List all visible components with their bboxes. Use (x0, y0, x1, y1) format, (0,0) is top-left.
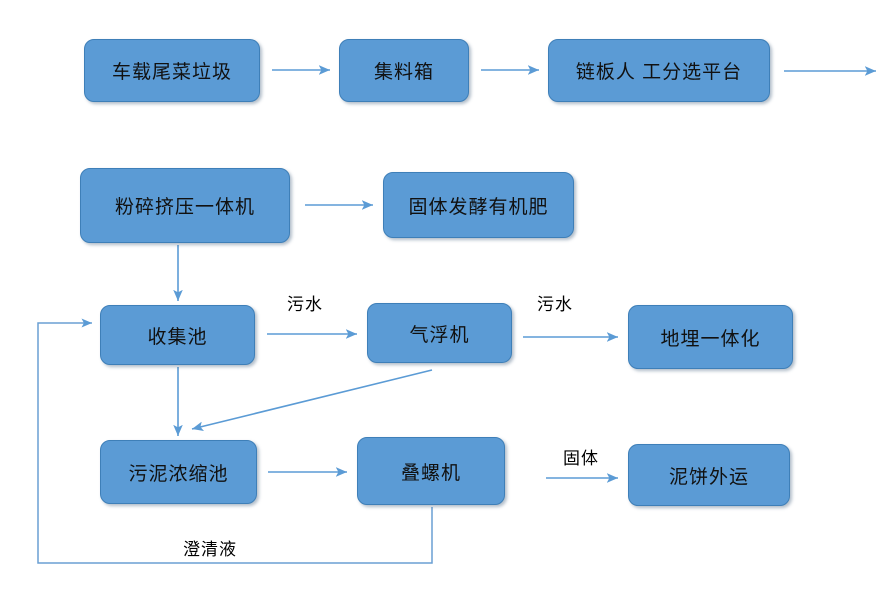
node-vehicle-waste[interactable]: 车载尾菜垃圾 (84, 39, 260, 102)
connector-flotation-to-thickener (191, 369, 433, 431)
node-label: 集料箱 (373, 62, 434, 83)
edge-label-clarified: 澄清液 (183, 540, 237, 559)
node-flotation[interactable]: 气浮机 (367, 303, 512, 363)
node-label: 地埋一体化 (660, 328, 761, 350)
node-cake-transport[interactable]: 泥饼外运 (628, 444, 790, 506)
node-buried-unit[interactable]: 地埋一体化 (628, 305, 793, 369)
node-label: 车载尾菜垃圾 (111, 62, 232, 83)
node-collection-bin[interactable]: 集料箱 (339, 39, 469, 102)
node-solid-fertilizer[interactable]: 固体发酵有机肥 (383, 172, 574, 238)
node-sorting-platform[interactable]: 链板人 工分选平台 (548, 39, 770, 102)
edge-label-solid: 固体 (563, 449, 599, 468)
edge-label-wastewater-2: 污水 (537, 295, 573, 314)
node-label: 收集池 (147, 326, 208, 348)
node-label: 污泥浓缩池 (128, 463, 229, 485)
edge-label-wastewater-1: 污水 (287, 295, 323, 314)
node-label: 叠螺机 (400, 462, 461, 484)
node-sludge-thickener[interactable]: 污泥浓缩池 (100, 440, 257, 504)
node-label: 固体发酵有机肥 (408, 196, 549, 218)
node-label: 气浮机 (409, 324, 470, 346)
node-screw-press[interactable]: 叠螺机 (357, 437, 505, 505)
node-label: 泥饼外运 (668, 466, 749, 488)
node-collection-pool[interactable]: 收集池 (100, 305, 255, 365)
node-crusher-press[interactable]: 粉碎挤压一体机 (80, 168, 290, 243)
node-label: 链板人 工分选平台 (575, 62, 743, 83)
node-label: 粉碎挤压一体机 (114, 197, 255, 218)
